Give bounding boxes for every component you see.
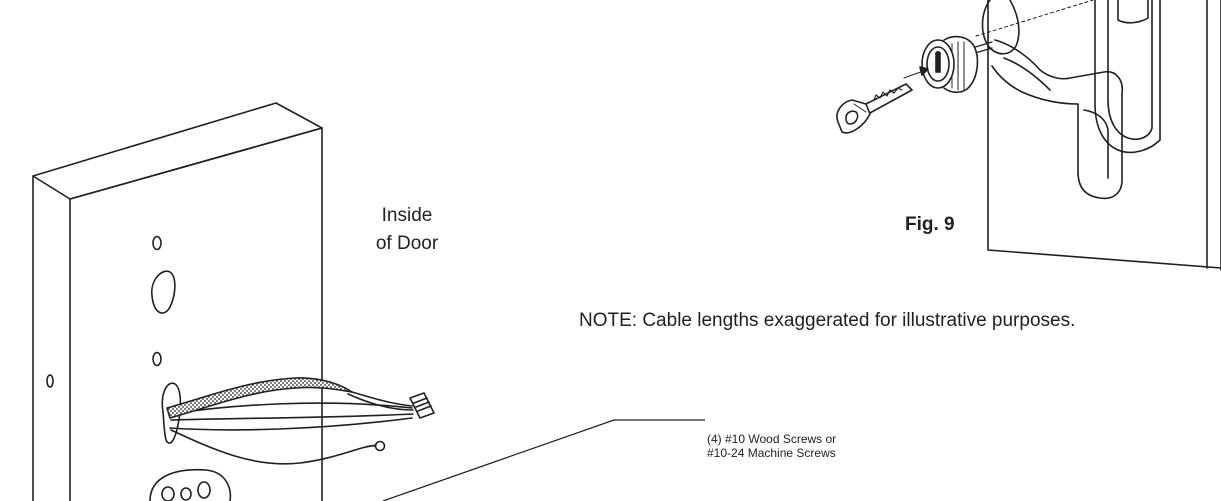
alignment-dashed-line bbox=[975, 0, 1094, 37]
mounting-plate bbox=[149, 468, 232, 501]
edge-latch-hole bbox=[46, 374, 54, 388]
inside-of-door-label: Inside of Door bbox=[352, 202, 462, 258]
inside-label-line-1: Inside bbox=[381, 205, 433, 226]
wire-middle bbox=[170, 413, 414, 421]
cable-wires-exit bbox=[347, 391, 414, 411]
door-edge-face bbox=[32, 175, 71, 501]
insert-arrowhead bbox=[919, 66, 929, 76]
inside-label-line-2: of Door bbox=[375, 233, 439, 254]
door-illustration bbox=[32, 102, 435, 501]
key bbox=[836, 83, 913, 134]
wire-lower bbox=[169, 417, 413, 431]
door-front-face bbox=[69, 127, 323, 501]
key-cylinder bbox=[921, 35, 979, 94]
escutcheon bbox=[1094, 0, 1161, 154]
screws-callout-line-1: (4) #10 Wood Screws or bbox=[707, 432, 837, 446]
screws-callout-line-2: #10-24 Machine Screws bbox=[707, 446, 836, 460]
upper-screw-hole bbox=[152, 235, 162, 251]
screws-leader-line bbox=[382, 419, 705, 501]
door-top-face bbox=[32, 102, 323, 200]
escutcheon-inner bbox=[1107, 0, 1153, 141]
lever-handle bbox=[991, 39, 1124, 200]
lever-handle-inner bbox=[1003, 57, 1109, 179]
lock-illustration bbox=[836, 0, 1221, 271]
screws-callout: (4) #10 Wood Screws or #10-24 Machine Sc… bbox=[707, 432, 836, 460]
lower-screw-hole bbox=[152, 351, 162, 367]
braided-cable bbox=[166, 377, 353, 419]
cable-length-note: NOTE: Cable lengths exaggerated for illu… bbox=[579, 310, 1076, 331]
cylinder-bore-hole bbox=[151, 270, 176, 314]
cable-through-hole bbox=[161, 382, 182, 444]
ground-wire bbox=[170, 429, 376, 465]
ring-terminal bbox=[365, 440, 386, 452]
door-panel-edge bbox=[1206, 0, 1221, 271]
door-panel bbox=[987, 0, 1221, 269]
connector-plug bbox=[409, 392, 435, 419]
escutcheon-bevel bbox=[1117, 0, 1149, 24]
figure-label: Fig. 9 bbox=[905, 214, 955, 235]
